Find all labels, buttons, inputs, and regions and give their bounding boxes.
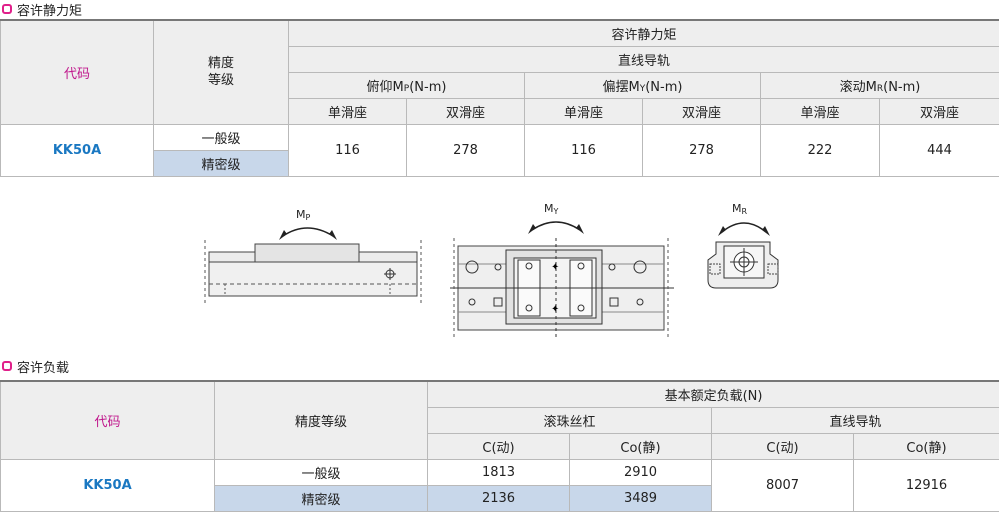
double-slider-header: 双滑座 [406, 97, 525, 125]
allowable-load-table: 代码 精度等级 基本额定负载(N) 滚珠丝杠 直线导轨 C(动) Co(静) C… [0, 380, 999, 512]
value-cell: 116 [288, 123, 407, 177]
value-cell: 2136 [427, 484, 570, 512]
grade-precision: 精密级 [214, 484, 428, 512]
my-label: MY [544, 202, 559, 216]
model-code: KK50A [0, 458, 215, 512]
rated-load-header: 基本额定负载(N) [427, 380, 999, 408]
roll-moment-diagram: MR [707, 202, 779, 289]
ballscrew-header: 滚珠丝杠 [427, 406, 712, 434]
curved-arrow-icon [282, 227, 334, 237]
section-title-text: 容许负载 [17, 360, 70, 376]
pitch-moment-diagram: MP [204, 208, 422, 305]
roll-moment-header: 滚动MR(N-m) [759, 71, 999, 99]
pitch-moment-header: 俯仰MP(N-m) [288, 71, 525, 99]
precision-grade-header: 精度等级 [214, 380, 428, 460]
dynamic-load-header: C(动) [711, 432, 854, 460]
value-cell: 2910 [569, 458, 712, 486]
value-cell: 116 [524, 123, 643, 177]
model-code: KK50A [0, 123, 154, 177]
value-cell: 222 [760, 123, 880, 177]
single-slider-header: 单滑座 [524, 97, 643, 125]
dynamic-load-header: C(动) [427, 432, 570, 460]
single-slider-header: 单滑座 [760, 97, 880, 125]
value-cell: 278 [406, 123, 525, 177]
linear-guide-header: 直线导轨 [287, 45, 999, 73]
precision-grade-header: 精度 等级 [153, 19, 289, 125]
svg-text:✦: ✦ [551, 262, 559, 273]
grade-precision: 精密级 [153, 149, 289, 177]
static-load-header: Co(静) [569, 432, 712, 460]
curved-arrow-icon [721, 222, 767, 233]
static-load-header: Co(静) [853, 432, 999, 460]
value-cell: 3489 [569, 484, 712, 512]
mr-label: MR [732, 202, 748, 216]
section-title-static-moment: 容许静力矩 [2, 0, 83, 19]
double-slider-header: 双滑座 [878, 97, 999, 125]
value-cell: 278 [642, 123, 761, 177]
static-moment-header: 容许静力矩 [287, 19, 999, 47]
section-title-text: 容许静力矩 [17, 3, 83, 19]
square-bullet-icon [2, 361, 12, 371]
section-title-allowable-load: 容许负载 [2, 357, 70, 376]
value-cell: 12916 [853, 458, 999, 512]
svg-text:✦: ✦ [551, 304, 559, 315]
curved-arrow-icon [531, 221, 581, 231]
linear-guide-header: 直线导轨 [711, 406, 999, 434]
static-moment-table: 代码 精度 等级 容许静力矩 直线导轨 俯仰MP(N-m) 偏摆MY(N-m) … [0, 19, 999, 177]
code-header: 代码 [0, 19, 154, 125]
grade-general: 一般级 [214, 458, 428, 486]
value-cell: 1813 [427, 458, 570, 486]
grade-general: 一般级 [153, 123, 289, 151]
value-cell: 8007 [711, 458, 854, 512]
yaw-moment-diagram: MY ✦ ✦ [450, 202, 674, 338]
double-slider-header: 双滑座 [642, 97, 761, 125]
square-bullet-icon [2, 4, 12, 14]
value-cell: 444 [878, 123, 999, 177]
mp-label: MP [296, 208, 311, 222]
yaw-moment-header: 偏摆MY(N-m) [524, 71, 761, 99]
single-slider-header: 单滑座 [288, 97, 407, 125]
code-header: 代码 [0, 380, 215, 460]
